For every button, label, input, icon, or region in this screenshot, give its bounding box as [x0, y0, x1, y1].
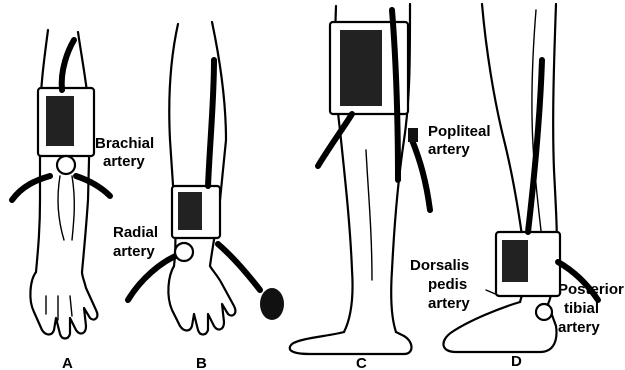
panel-letter-d: D	[511, 353, 522, 370]
label-brachial: Brachial artery	[95, 135, 158, 170]
inflation-bulb	[260, 288, 284, 320]
label-posterior-tibial: Posterior tibial artery	[558, 281, 625, 336]
label-radial: Radial artery	[113, 224, 162, 260]
panel-letter-c: C	[356, 355, 367, 370]
label-popliteal: Popliteal artery	[428, 123, 495, 158]
panel-b-illustration	[128, 22, 284, 335]
panel-a-illustration	[12, 30, 110, 339]
stethoscope-a	[57, 156, 75, 174]
probe-d	[536, 304, 552, 320]
panel-letter-b: B	[196, 355, 207, 370]
probe-c	[408, 128, 418, 142]
panel-c-illustration	[290, 4, 430, 354]
panel-letter-a: A	[62, 355, 73, 370]
probe-b	[175, 243, 193, 261]
label-dorsalis-pedis: Dorsalis pedis artery	[410, 257, 473, 312]
